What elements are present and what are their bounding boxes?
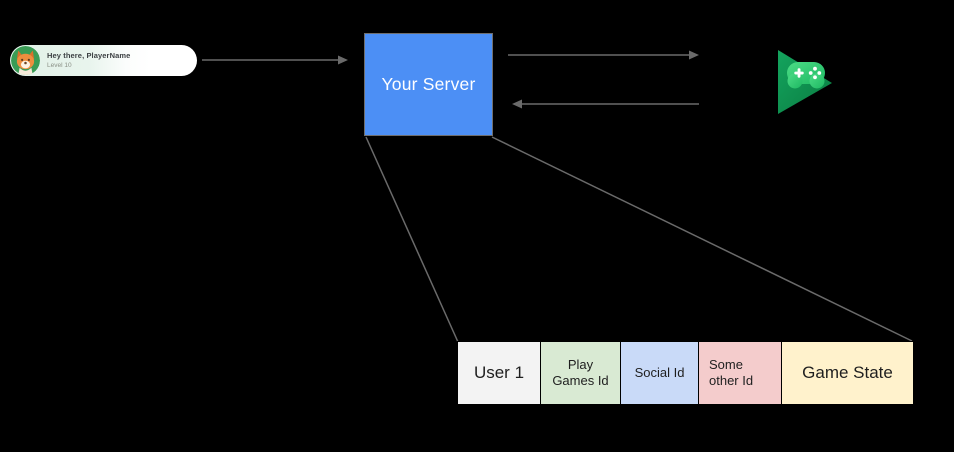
your-server-box: Your Server: [364, 33, 493, 136]
table-cell-some-other-id: Some other Id: [698, 342, 781, 404]
banner-level-text: Level 10: [47, 61, 72, 69]
line-server-to-table-left: [365, 136, 459, 343]
table-cell-play-games-id: Play Games Id: [540, 342, 620, 404]
google-play-games-icon: [776, 48, 834, 116]
arrow-play-games-to-server: [512, 99, 699, 109]
table-cell-game-state: Game State: [781, 342, 913, 404]
user-data-table: User 1 Play Games Id Social Id Some othe…: [457, 341, 914, 405]
server-box-label: Your Server: [381, 74, 476, 94]
table-cell-social-id: Social Id: [620, 342, 698, 404]
player-greeting-banner: Hey there, PlayerName Level 10: [10, 45, 197, 76]
line-server-to-table-right: [491, 136, 913, 342]
banner-greeting-text: Hey there, PlayerName: [47, 51, 131, 61]
arrow-server-to-play-games: [508, 50, 699, 60]
table-cell-user: User 1: [458, 342, 540, 404]
arrow-banner-to-server: [202, 55, 348, 65]
fox-avatar-icon: [11, 46, 40, 75]
